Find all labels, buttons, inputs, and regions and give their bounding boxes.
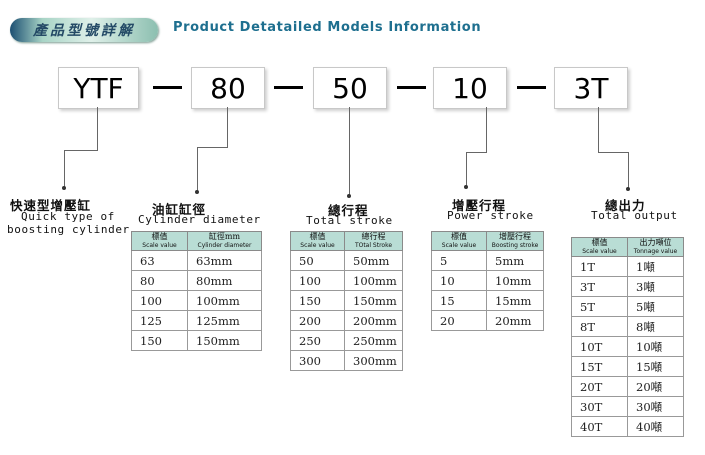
label-power-en: Power stroke	[447, 209, 534, 222]
connector-line	[227, 107, 228, 147]
label-total-cn: 總行程	[328, 203, 369, 218]
code-box-cylinder: 80	[191, 67, 265, 109]
connector-line	[628, 152, 629, 188]
en-title: Product Detatailed Models Information	[173, 20, 482, 35]
connector-line	[466, 152, 467, 186]
cn-title: 產品型號詳解	[33, 23, 135, 39]
title-banner: 產品型號詳解	[10, 18, 158, 42]
label-output-cn: 總出力	[605, 198, 646, 213]
connector-dot	[347, 194, 351, 198]
connector-line	[349, 107, 350, 195]
connector-line	[197, 147, 228, 148]
label-type-cn: 快速型增壓缸	[10, 198, 92, 213]
connector-line	[598, 152, 629, 153]
code-dash	[153, 86, 182, 89]
connector-dot	[464, 185, 468, 189]
connector-dot	[62, 186, 66, 190]
code-box-power: 10	[433, 67, 507, 109]
label-output-en: Total output	[591, 209, 678, 222]
connector-line	[97, 107, 98, 150]
connector-dot	[195, 190, 199, 194]
label-power-cn: 增壓行程	[452, 198, 507, 213]
code-box-output: 3T	[554, 67, 628, 109]
connector-line	[486, 107, 487, 152]
connector-line	[64, 150, 98, 151]
label-cylinder-cn: 油缸缸徑	[152, 202, 207, 217]
connector-line	[598, 107, 599, 152]
label-cylinder-en: Cylinder diameter	[138, 213, 261, 226]
connector-line	[197, 147, 198, 191]
code-dash	[274, 86, 303, 89]
connector-dot	[626, 187, 630, 191]
code-dash	[397, 86, 426, 89]
label-total-en: Total stroke	[306, 214, 393, 227]
label-type-en-2: boosting cylinder	[7, 223, 130, 236]
code-box-total: 50	[313, 67, 387, 109]
label-type-en-1: Quick type of	[21, 210, 115, 223]
code-dash	[517, 86, 546, 89]
code-box-type: YTF	[58, 67, 139, 109]
connector-line	[466, 152, 487, 153]
connector-line	[64, 150, 65, 187]
